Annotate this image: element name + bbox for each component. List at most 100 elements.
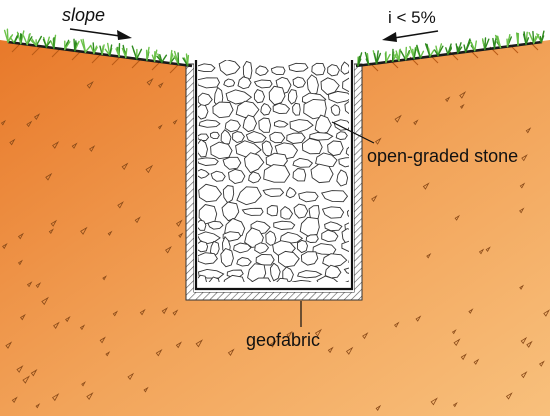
soil-speck — [175, 219, 183, 227]
stone — [263, 164, 291, 183]
stone — [293, 203, 309, 219]
stone — [292, 76, 306, 89]
grass-blade — [434, 49, 439, 57]
soil-speck — [52, 141, 60, 149]
soil-speck — [519, 284, 525, 290]
grass-blade — [101, 44, 105, 55]
stone — [324, 221, 343, 232]
stone — [327, 140, 344, 157]
grass-blade — [64, 41, 71, 51]
soil-speck — [17, 232, 24, 240]
soil-speck — [89, 145, 96, 152]
soil-speck — [157, 124, 163, 130]
grass-blade — [26, 33, 31, 46]
soil-speck — [52, 393, 60, 402]
stone — [301, 138, 323, 155]
soil-speck — [35, 403, 41, 409]
grass-blade — [506, 34, 511, 48]
soil-speck — [460, 353, 467, 361]
soil-speck — [107, 230, 113, 236]
stone — [338, 157, 349, 168]
stone — [269, 262, 281, 282]
stone — [320, 190, 349, 203]
stone — [255, 253, 275, 266]
soil-speck — [520, 371, 528, 379]
soil-speck — [375, 137, 382, 145]
soil-speck — [362, 332, 369, 340]
stone — [276, 277, 289, 282]
stone — [198, 63, 216, 73]
soil-speck — [519, 207, 525, 214]
soil-speck — [26, 120, 33, 128]
soil-speck — [121, 162, 129, 171]
stone — [324, 264, 342, 279]
soil-speck — [81, 381, 86, 387]
geofabric-line — [194, 60, 354, 291]
stone — [310, 163, 334, 184]
stone — [288, 62, 309, 72]
soil-body — [0, 40, 550, 416]
stone — [344, 100, 349, 115]
soil-speck — [65, 315, 71, 323]
stone — [309, 132, 334, 141]
grass-blade — [437, 45, 444, 57]
grass-blade — [385, 53, 391, 63]
soil-speck — [345, 346, 354, 355]
grass-blade — [463, 44, 467, 53]
geofabric-label: geofabric — [246, 330, 321, 350]
stone — [236, 257, 252, 267]
soil-speck — [35, 282, 42, 289]
grass-blade — [115, 48, 120, 58]
grass-blade — [6, 28, 9, 43]
stone — [253, 79, 273, 89]
grass-blade — [533, 35, 537, 44]
stone — [343, 267, 349, 274]
soil-speck — [45, 172, 53, 181]
soil-speck — [478, 248, 485, 255]
stone — [198, 219, 207, 231]
grass-blade — [375, 50, 379, 65]
soil-speck — [165, 245, 172, 254]
soil-speck — [9, 138, 16, 146]
soil-speck — [155, 348, 163, 357]
grass-blade — [84, 45, 92, 53]
stone — [209, 240, 220, 257]
grass-blade — [365, 58, 370, 66]
soil-speck — [415, 315, 422, 322]
stone — [347, 209, 349, 218]
stone — [315, 152, 338, 168]
soil-speck — [5, 341, 13, 349]
soil-speck — [459, 103, 465, 110]
stone — [330, 104, 341, 116]
grass-blade — [146, 46, 150, 61]
soil-speck — [178, 232, 184, 239]
soil-speck — [16, 365, 24, 373]
soil-speck — [161, 307, 168, 315]
grass-blade — [416, 44, 422, 59]
stone — [258, 117, 272, 133]
slope-label: slope — [62, 5, 106, 25]
grass-blade — [469, 40, 476, 52]
soil-speck — [102, 275, 107, 281]
soil-speck — [526, 340, 533, 348]
stone — [245, 131, 267, 143]
grass-blade — [74, 40, 77, 52]
soil-speck — [105, 351, 111, 357]
stone — [224, 119, 241, 133]
soil-speck — [430, 397, 438, 406]
stone — [292, 102, 301, 116]
soil-speck — [371, 195, 378, 203]
soil-speck — [269, 340, 277, 348]
stone — [341, 240, 349, 252]
stone — [336, 169, 349, 187]
stone — [222, 185, 235, 204]
stone — [340, 61, 349, 75]
grass-blade — [136, 48, 143, 60]
stone — [210, 170, 226, 182]
grass-blade — [153, 49, 158, 62]
stone — [316, 275, 339, 282]
stone — [260, 103, 272, 116]
soil-speck — [86, 392, 94, 400]
stone — [209, 131, 220, 140]
soil-surface-hatch — [11, 41, 539, 74]
